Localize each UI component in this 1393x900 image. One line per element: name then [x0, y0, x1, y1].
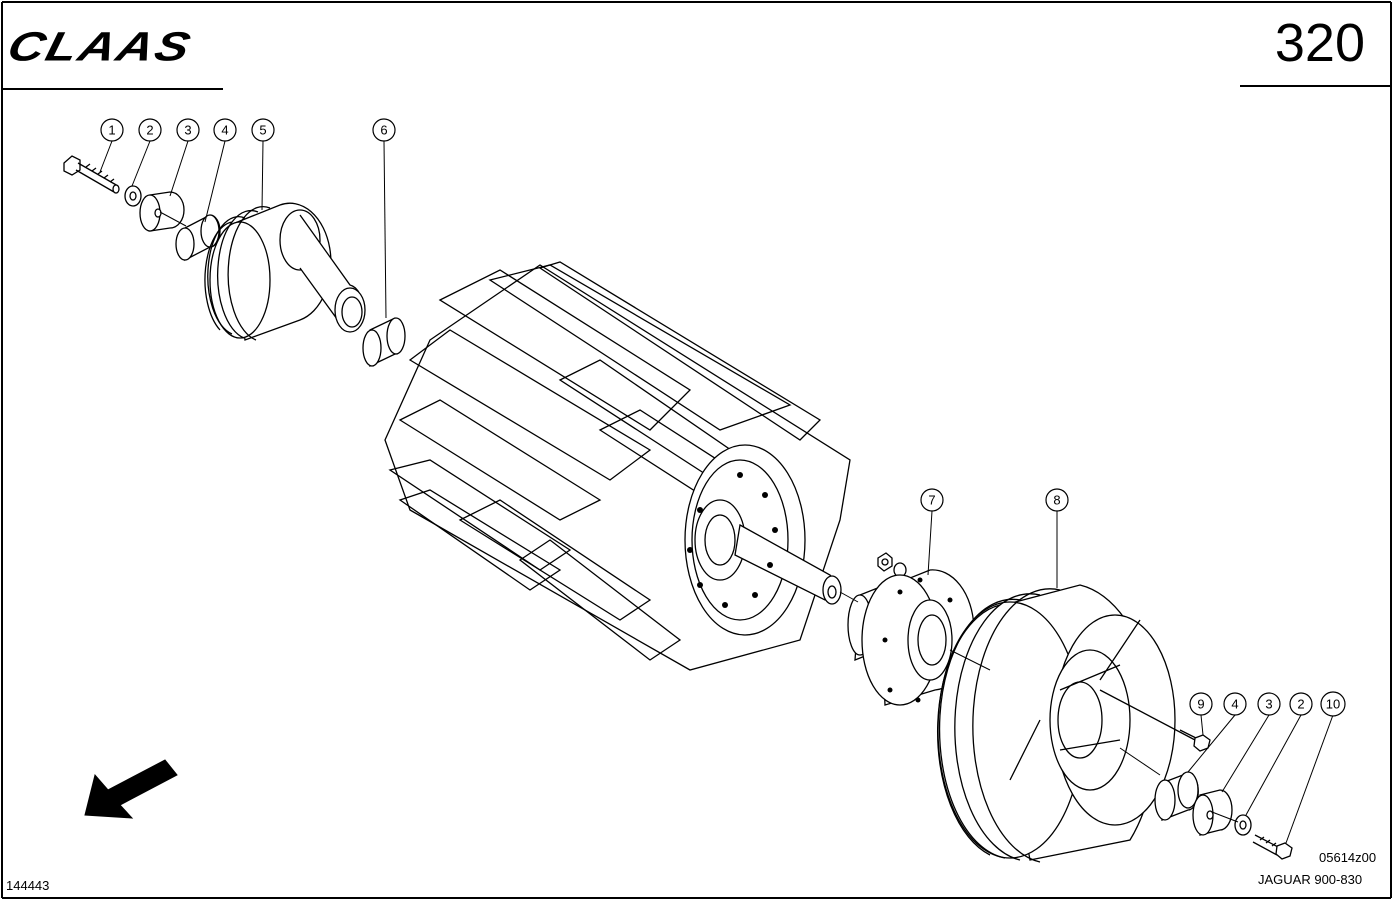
callout: 4 — [213, 118, 237, 142]
document-id: 144443 — [6, 878, 50, 893]
svg-text:8: 8 — [1053, 493, 1060, 508]
svg-text:7: 7 — [928, 493, 935, 508]
svg-text:1: 1 — [108, 123, 115, 138]
svg-text:2: 2 — [1297, 697, 1304, 712]
callout: 5 — [251, 118, 275, 142]
callout: 2 — [1289, 692, 1313, 716]
svg-text:3: 3 — [184, 123, 191, 138]
svg-text:4: 4 — [1231, 697, 1238, 712]
bushing-part — [362, 317, 406, 368]
assembly-axis — [159, 211, 1239, 823]
callout: 8 — [1045, 488, 1069, 512]
direction-arrow-icon — [84, 759, 178, 819]
bolt-part — [63, 155, 120, 194]
svg-text:2: 2 — [146, 123, 153, 138]
leader-lines — [99, 140, 1334, 844]
callout: 7 — [920, 488, 944, 512]
svg-text:9: 9 — [1197, 697, 1204, 712]
bushing-part — [1154, 771, 1199, 821]
drawing-code: 05614z00 — [1319, 850, 1377, 865]
bolt-part — [1252, 834, 1293, 860]
bolt-part — [1099, 689, 1211, 752]
callout: 2 — [138, 118, 162, 142]
disc-part — [139, 191, 185, 232]
svg-text:3: 3 — [1265, 697, 1272, 712]
right-hardware — [847, 552, 1293, 863]
callout: 6 — [372, 118, 396, 142]
pulley-part — [936, 584, 1176, 863]
rotor-drum — [384, 261, 851, 671]
left-hardware — [63, 155, 406, 368]
svg-text:5: 5 — [259, 123, 266, 138]
callout: 10 — [1320, 691, 1346, 717]
callout: 4 — [1223, 692, 1247, 716]
page-number: 320 — [1274, 13, 1365, 73]
svg-text:10: 10 — [1326, 697, 1340, 712]
callouts: 1 2 3 4 5 6 7 8 9 4 3 2 10 — [100, 118, 1346, 717]
callout: 1 — [100, 118, 124, 142]
svg-text:4: 4 — [221, 123, 228, 138]
callout: 3 — [176, 118, 200, 142]
callout: 9 — [1189, 692, 1213, 716]
pulley-part — [204, 202, 366, 341]
svg-text:6: 6 — [380, 123, 387, 138]
disc-part — [1192, 789, 1233, 836]
callout: 3 — [1257, 692, 1281, 716]
model-label: JAGUAR 900-830 — [1258, 872, 1363, 887]
